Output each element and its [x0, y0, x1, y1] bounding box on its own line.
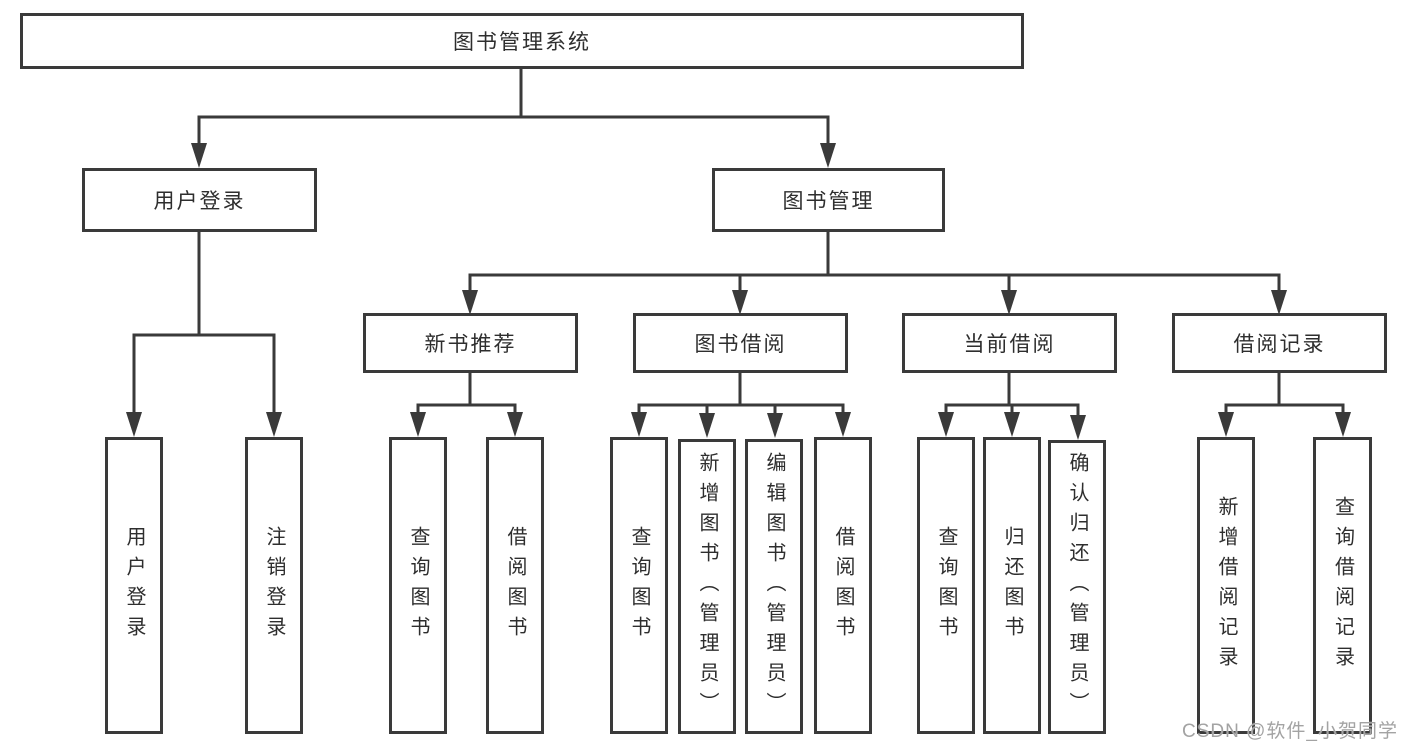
leaf-edit-books-admin: 编辑图书（管理员）: [745, 439, 803, 734]
leaf-return-books: 归还图书: [983, 437, 1041, 734]
leaf-borrow-books: 借阅图书: [814, 437, 872, 734]
leaf-query-borrow-record: 查询借阅记录: [1313, 437, 1372, 734]
leaf-query-books-current: 查询图书: [917, 437, 975, 734]
node-new-book-recommend: 新书推荐: [363, 313, 578, 373]
leaf-add-borrow-record: 新增借阅记录: [1197, 437, 1255, 734]
connector-lines: [132, 69, 1345, 418]
leaf-query-books-recommend: 查询图书: [389, 437, 447, 734]
node-borrow-record: 借阅记录: [1172, 313, 1387, 373]
leaf-add-books-admin: 新增图书（管理员）: [678, 439, 736, 734]
node-book-management: 图书管理: [712, 168, 945, 232]
node-user-login: 用户登录: [82, 168, 317, 232]
leaf-user-login: 用户登录: [105, 437, 163, 734]
leaf-borrow-books-recommend: 借阅图书: [486, 437, 544, 734]
leaf-logout: 注销登录: [245, 437, 303, 734]
leaf-confirm-return-admin: 确认归还（管理员）: [1048, 440, 1106, 734]
node-root-library-system: 图书管理系统: [20, 13, 1024, 69]
leaf-query-books-borrow: 查询图书: [610, 437, 668, 734]
csdn-watermark: CSDN @软件_小贺同学: [1182, 721, 1398, 742]
node-book-borrow: 图书借阅: [633, 313, 848, 373]
connector-arrowheads: [126, 143, 1351, 440]
node-current-borrow: 当前借阅: [902, 313, 1117, 373]
